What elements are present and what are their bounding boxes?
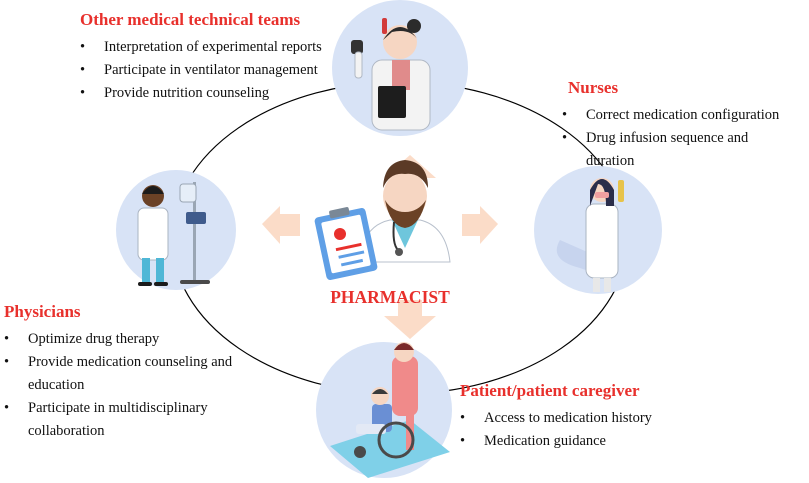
- arrow-down: [384, 300, 436, 339]
- node-top: [332, 0, 468, 136]
- duty-item: Access to medication history: [460, 407, 700, 430]
- team-title: Patient/patient caregiver: [460, 381, 640, 400]
- node-right: [534, 166, 662, 294]
- team-title: Other medical technical teams: [80, 10, 301, 29]
- center-label: PHARMACIST: [330, 287, 450, 307]
- team-title: Nurses: [568, 78, 619, 97]
- wheelchair-patient-icon: [330, 342, 450, 478]
- duty-item: Drug infusion sequence and duration: [562, 127, 800, 173]
- node-left: [116, 170, 236, 290]
- duty-item: Medication guidance: [460, 430, 700, 453]
- team-block-right: Nurses Correct medication configuration …: [562, 78, 808, 173]
- duty-item: Provide nutrition counseling: [80, 82, 340, 105]
- duty-item: Provide medication counseling and: [4, 351, 234, 374]
- physician-icon: [137, 182, 210, 286]
- node-bottom: [316, 342, 452, 478]
- team-block-bottom: Patient/patient caregiver Access to medi…: [460, 381, 700, 453]
- duty-item: Participate in ventilator management: [80, 59, 340, 82]
- pharmacist-figure: [314, 160, 451, 280]
- nurse-icon: [585, 178, 624, 292]
- arrow-right: [462, 206, 498, 244]
- duty-list: Interpretation of experimental reports P…: [80, 36, 340, 105]
- duty-item: Optimize drug therapy: [4, 328, 234, 351]
- duty-list: Correct medication configuration Drug in…: [562, 104, 800, 173]
- duty-item-continued: education: [28, 377, 85, 393]
- duty-item: Interpretation of experimental reports: [80, 36, 340, 59]
- prescription-clipboard-icon: [314, 207, 378, 280]
- duty-list: Optimize drug therapy Provide medication…: [4, 328, 234, 443]
- duty-item: Correct medication configuration: [562, 104, 800, 127]
- duty-list: Access to medication history Medication …: [460, 407, 700, 453]
- team-block-top: Other medical technical teams Interpreta…: [80, 10, 340, 105]
- pharmacist-icon: [359, 160, 451, 263]
- team-block-left: Physicians Optimize drug therapy Provide…: [4, 302, 234, 443]
- lab-technician-icon: [351, 18, 431, 131]
- team-title: Physicians: [4, 302, 81, 321]
- duty-item: Participate in multidisciplinary: [4, 397, 234, 420]
- duty-item-continued: collaboration: [28, 423, 105, 439]
- arrow-left: [262, 206, 300, 244]
